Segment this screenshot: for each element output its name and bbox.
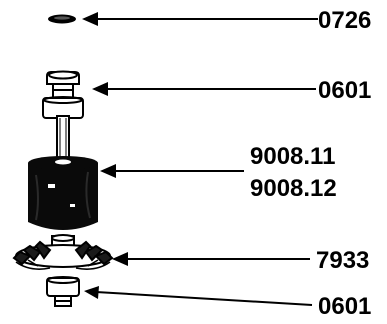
label-rotor-magnet-2: 9008.12 [250, 175, 337, 202]
label-lower-bearing: 0601 [318, 293, 371, 320]
seal-ring-arrow [82, 12, 318, 26]
lower-bearing-arrow [84, 286, 313, 306]
seal-ring-part [48, 14, 76, 24]
rotor-magnet-arrow [100, 164, 244, 178]
label-impeller: 7933 [316, 247, 369, 274]
impeller-part [12, 234, 114, 270]
label-seal-ring: 0726 [318, 7, 371, 34]
lower-bearing-part [46, 276, 80, 307]
upper-bearing-arrow [92, 82, 316, 96]
rotor-magnet-part [28, 115, 98, 230]
impeller-arrow [112, 252, 310, 266]
upper-bearing-part [42, 70, 84, 119]
label-rotor-magnet-1: 9008.11 [250, 143, 335, 170]
label-upper-bearing: 0601 [318, 77, 371, 104]
